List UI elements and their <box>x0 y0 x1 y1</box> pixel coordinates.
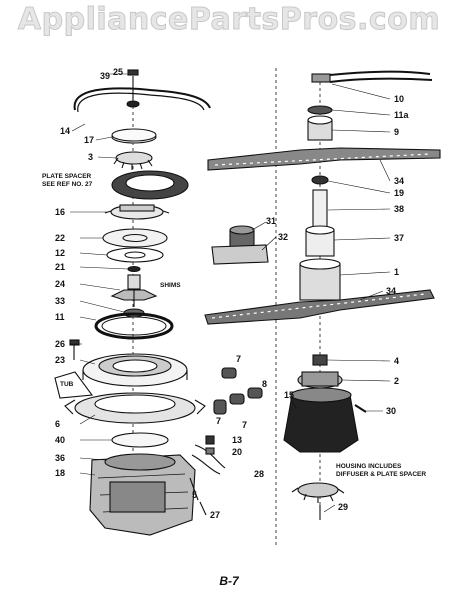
part-oring-11a <box>307 105 333 115</box>
part-motor-18 <box>89 453 196 536</box>
note-plate-spacer-line1: PLATE SPACER <box>42 173 92 180</box>
part-diffuser <box>291 482 345 503</box>
callout-13: 13 <box>232 435 242 445</box>
callout-labels: 39 25 14 17 3 16 22 12 21 24 33 11 26 23… <box>55 67 410 520</box>
callout-16: 16 <box>55 207 65 217</box>
callout-9: 9 <box>394 127 399 137</box>
callout-6: 6 <box>55 419 60 429</box>
callout-11: 11 <box>55 312 65 322</box>
part-gasket-11 <box>94 312 174 340</box>
note-housing-line2: DIFFUSER & PLATE SPACER <box>336 471 426 478</box>
part-plate-spacer <box>111 170 189 200</box>
callout-17: 17 <box>84 135 94 145</box>
callout-3: 3 <box>88 152 93 162</box>
part-disc-40 <box>111 432 169 448</box>
part-plate-12 <box>106 247 164 263</box>
part-screw-30 <box>354 404 367 413</box>
callout-19: 19 <box>394 188 404 198</box>
part-nut-19 <box>311 175 329 185</box>
callout-21: 21 <box>55 262 65 272</box>
part-tower-1 <box>299 263 341 301</box>
part-bearings-7-8 <box>213 367 263 415</box>
part-tube-10 <box>329 70 433 83</box>
callout-24: 24 <box>55 279 65 289</box>
callout-34-upper: 34 <box>394 176 404 186</box>
part-screw-27 <box>199 501 207 516</box>
part-screw-26 <box>69 339 80 360</box>
callout-36: 36 <box>55 453 65 463</box>
part-plate-16 <box>104 204 170 220</box>
callout-2: 2 <box>394 376 399 386</box>
note-tub: TUB <box>60 381 74 388</box>
part-nut-39 <box>126 100 140 108</box>
page-label: B-7 <box>219 574 239 588</box>
part-tube-14 <box>73 87 211 111</box>
callout-30: 30 <box>386 406 396 416</box>
part-tub-cutout <box>54 371 94 399</box>
part-nut-4 <box>312 354 328 366</box>
callout-8: 8 <box>262 379 267 389</box>
part-screw-25 <box>127 69 139 100</box>
part-clip-13 <box>205 435 215 445</box>
callout-10: 10 <box>394 94 404 104</box>
callout-37: 37 <box>394 233 404 243</box>
note-shims: SHIMS <box>160 282 181 289</box>
callout-27: 27 <box>210 510 220 520</box>
part-lower-spray-arm-34 <box>204 289 435 325</box>
part-plate-22 <box>102 228 168 248</box>
callout-29: 29 <box>338 502 348 512</box>
callout-14: 14 <box>60 126 70 136</box>
watermark: AppliancePartsPros.com <box>17 2 441 38</box>
callout-33: 33 <box>55 296 65 306</box>
part-tube-14-inner <box>77 92 205 113</box>
callout-7b: 7 <box>216 416 221 426</box>
note-housing-line1: HOUSING INCLUDES <box>336 463 402 470</box>
callout-22: 22 <box>55 233 65 243</box>
part-clip-20 <box>205 447 215 455</box>
callout-39: 39 <box>100 71 110 81</box>
callout-31: 31 <box>266 216 276 226</box>
callout-7c: 7 <box>242 420 247 430</box>
callout-26: 26 <box>55 339 65 349</box>
callout-40: 40 <box>55 435 65 445</box>
callout-32: 32 <box>278 232 288 242</box>
callout-28: 28 <box>254 469 264 479</box>
diagram-notes: PLATE SPACER SEE REF NO. 27 SHIMS TUB HO… <box>42 173 426 478</box>
callout-5: 5 <box>192 490 197 500</box>
callout-7a: 7 <box>236 354 241 364</box>
callout-34-lower: 34 <box>386 286 396 296</box>
callout-11a: 11a <box>394 110 410 120</box>
part-housing-15 <box>283 394 359 453</box>
callout-15: 15 <box>284 390 294 400</box>
part-spacer-31 <box>229 225 255 249</box>
part-wires-28 <box>191 444 226 475</box>
part-pump-housing-23 <box>82 353 188 387</box>
callout-23: 23 <box>55 355 65 365</box>
callout-18: 18 <box>55 468 65 478</box>
note-plate-spacer-line2: SEE REF NO. 27 <box>42 181 93 188</box>
part-chopper-24 <box>110 274 158 307</box>
callout-25: 25 <box>113 67 123 77</box>
leader-lines <box>70 73 391 513</box>
callout-20: 20 <box>232 447 242 457</box>
callout-38: 38 <box>394 204 404 214</box>
part-hub-9 <box>307 115 333 141</box>
callout-1: 1 <box>394 267 399 277</box>
callout-12: 12 <box>55 248 65 258</box>
part-upper-spray-arm-34 <box>207 147 441 171</box>
part-gasket-32 <box>211 244 269 265</box>
part-screw-5 <box>189 477 199 501</box>
part-tube-38 <box>312 189 328 231</box>
part-hub-2 <box>297 371 343 389</box>
callout-4: 4 <box>394 356 399 366</box>
part-base-plate-6 <box>64 392 206 424</box>
part-clip-21 <box>127 265 141 273</box>
